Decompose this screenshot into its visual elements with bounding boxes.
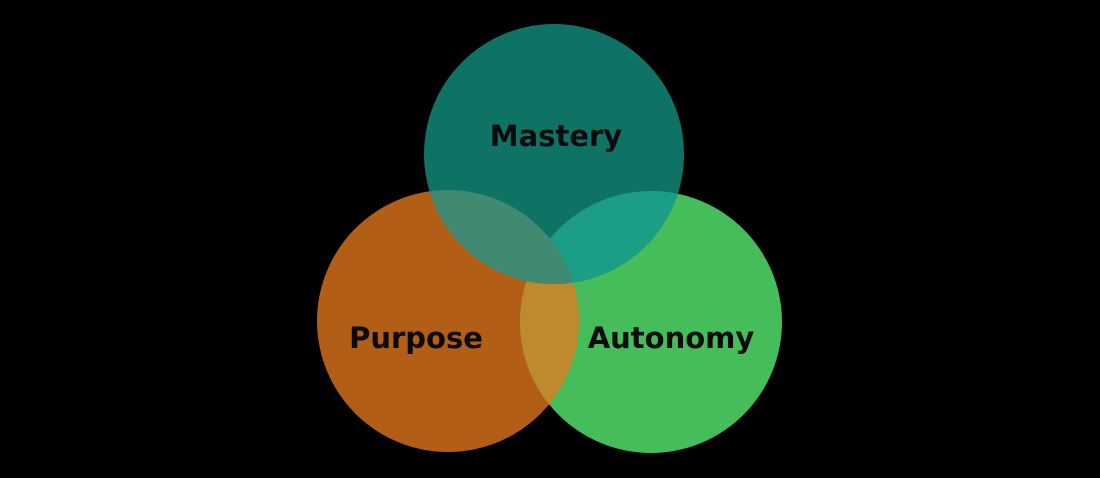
autonomy-label: Autonomy <box>588 321 755 355</box>
mastery-label: Mastery <box>490 119 623 153</box>
mastery-purpose-overlap <box>424 190 579 284</box>
purpose-label: Purpose <box>349 321 483 355</box>
mastery-autonomy-overlap <box>520 191 684 284</box>
